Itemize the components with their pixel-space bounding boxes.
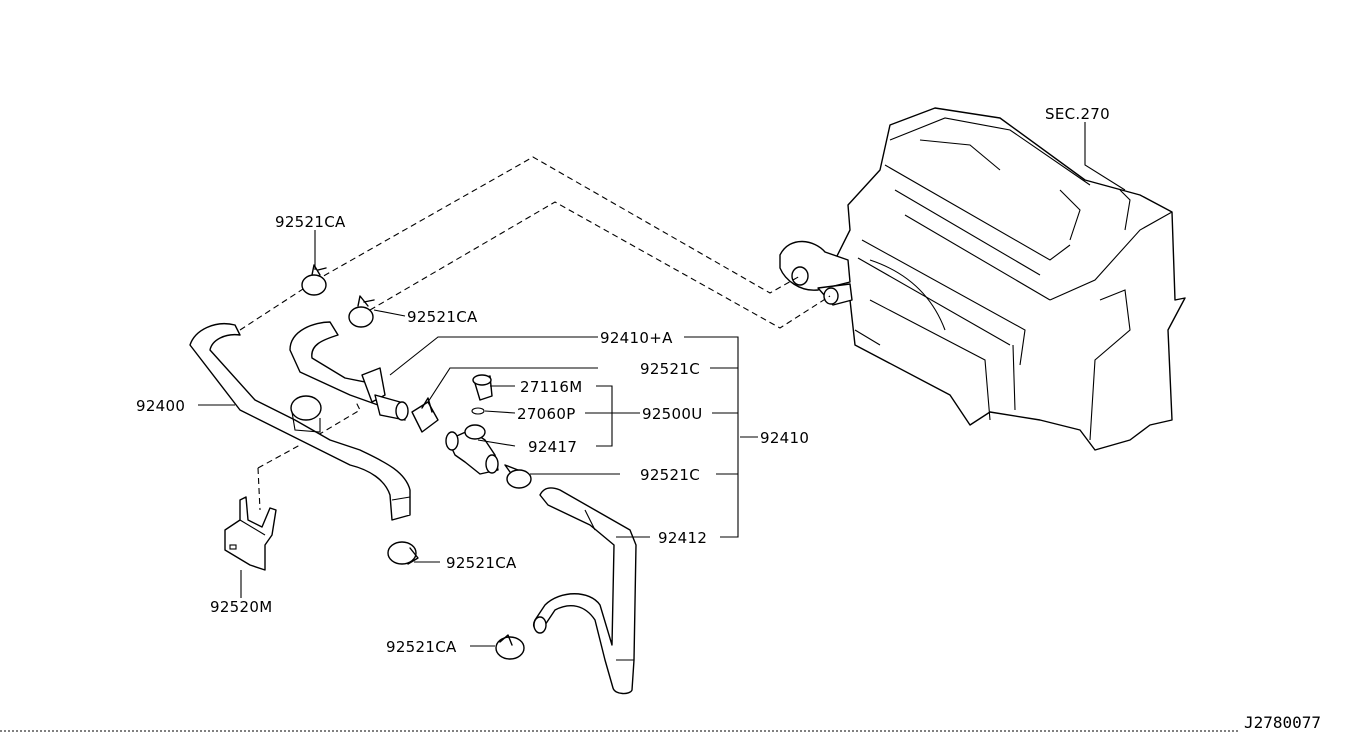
label-92521CA-upper-mid: 92521CA <box>407 308 478 326</box>
diagram-id: J2780077 <box>1244 713 1321 732</box>
label-92521CA-bottom: 92521CA <box>386 638 457 656</box>
clamp-92521CA-upper-mid <box>348 295 375 328</box>
routing-lines <box>239 156 831 511</box>
label-92521C-lower: 92521C <box>640 466 700 484</box>
clamp-92521CA-bottom <box>495 634 525 660</box>
hose-92410A <box>289 321 409 421</box>
clamp-92521CA-mid <box>387 541 419 565</box>
clamp-92521C-lower <box>504 464 532 489</box>
label-sec-270: SEC.270 <box>1045 105 1110 123</box>
label-92520M: 92520M <box>210 598 272 616</box>
leader-lines <box>198 122 1126 647</box>
engine-block-illustration <box>779 107 1186 451</box>
label-27116M: 27116M <box>520 378 582 396</box>
clamp-92521CA-top <box>301 264 327 296</box>
label-92410: 92410 <box>760 429 809 447</box>
label-92521CA-mid: 92521CA <box>446 554 517 572</box>
label-92521C-upper: 92521C <box>640 360 700 378</box>
clamp-92521C-upper <box>411 397 439 433</box>
label-92500U: 92500U <box>642 405 703 423</box>
label-92521CA-top: 92521CA <box>275 213 346 231</box>
label-92417: 92417 <box>528 438 577 456</box>
hose-92400 <box>189 323 411 521</box>
label-92400: 92400 <box>136 397 185 415</box>
hose-92412 <box>533 487 637 695</box>
label-92412: 92412 <box>658 529 707 547</box>
part-labels: SEC.270 92521CA 92521CA 92410+A 92521C 2… <box>136 105 1110 656</box>
valve-assembly-92500U <box>445 374 499 475</box>
label-92410A: 92410+A <box>600 329 673 347</box>
bracket-92520M <box>224 496 277 571</box>
label-27060P: 27060P <box>517 405 576 423</box>
